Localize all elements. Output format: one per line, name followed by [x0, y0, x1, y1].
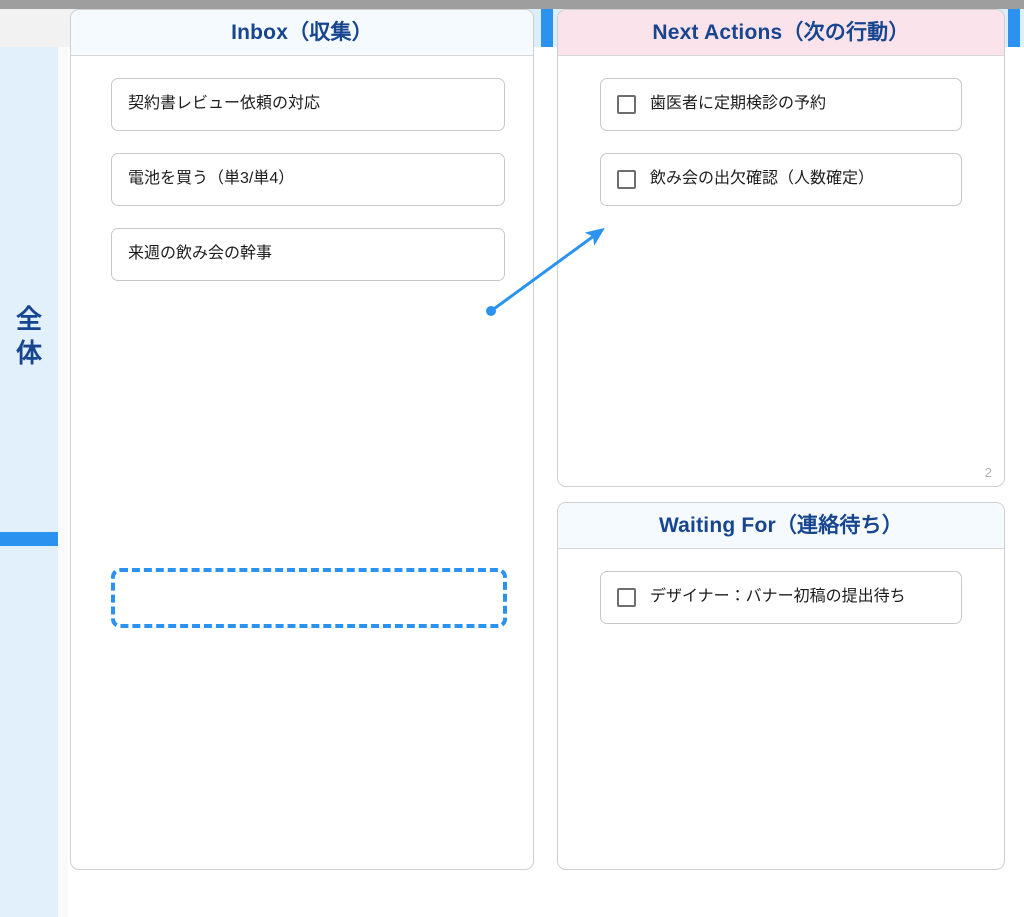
column-body-inbox[interactable]: 契約書レビュー依頼の対応 電池を買う（単3/単4） 来週の飲み会の幹事: [71, 56, 533, 869]
column-body-next-actions[interactable]: 歯医者に定期検診の予約 飲み会の出欠確認（人数確定） 2: [558, 56, 1004, 486]
column-body-waiting-for[interactable]: デザイナー：バナー初稿の提出待ち: [558, 549, 1004, 869]
column-next-actions: Next Actions（次の行動） 歯医者に定期検診の予約 飲み会の出欠確認（…: [557, 9, 1005, 487]
list-item[interactable]: デザイナー：バナー初稿の提出待ち: [600, 571, 962, 624]
sidebar-label-char-2: 体: [15, 338, 42, 368]
sidebar-edge: [58, 47, 68, 917]
list-item[interactable]: 電池を買う（単3/単4）: [111, 153, 505, 206]
list-item[interactable]: 飲み会の出欠確認（人数確定）: [600, 153, 962, 206]
sidebar-scroll-marker[interactable]: [0, 532, 58, 546]
column-header-inbox: Inbox（収集）: [71, 10, 533, 56]
drop-zone-placeholder[interactable]: [111, 568, 507, 628]
card-text: 歯医者に定期検診の予約: [650, 95, 827, 113]
list-item[interactable]: 歯医者に定期検診の予約: [600, 78, 962, 131]
top-rail: [0, 0, 1024, 9]
card-text: 契約書レビュー依頼の対応: [128, 95, 321, 113]
checkbox-icon[interactable]: [617, 95, 636, 114]
column-header-next-actions: Next Actions（次の行動）: [558, 10, 1004, 56]
column-header-waiting-for: Waiting For（連絡待ち）: [558, 503, 1004, 549]
top-marker-2[interactable]: [1008, 9, 1020, 47]
card-text: デザイナー：バナー初稿の提出待ち: [650, 588, 906, 606]
list-item[interactable]: 来週の飲み会の幹事: [111, 228, 505, 281]
column-inbox: Inbox（収集） 契約書レビュー依頼の対応 電池を買う（単3/単4） 来週の飲…: [70, 9, 534, 870]
top-marker-1[interactable]: [541, 9, 553, 47]
checkbox-icon[interactable]: [617, 588, 636, 607]
sidebar-label-char-1: 全: [15, 304, 42, 334]
list-item[interactable]: 契約書レビュー依頼の対応: [111, 78, 505, 131]
sidebar: 全 体: [0, 47, 58, 917]
card-text: 電池を買う（単3/単4）: [128, 170, 295, 188]
sidebar-label: 全 体: [0, 302, 58, 370]
card-text: 来週の飲み会の幹事: [128, 245, 273, 263]
card-text: 飲み会の出欠確認（人数確定）: [650, 170, 875, 188]
checkbox-icon[interactable]: [617, 170, 636, 189]
item-count-badge: 2: [984, 465, 992, 480]
column-waiting-for: Waiting For（連絡待ち） デザイナー：バナー初稿の提出待ち: [557, 502, 1005, 870]
